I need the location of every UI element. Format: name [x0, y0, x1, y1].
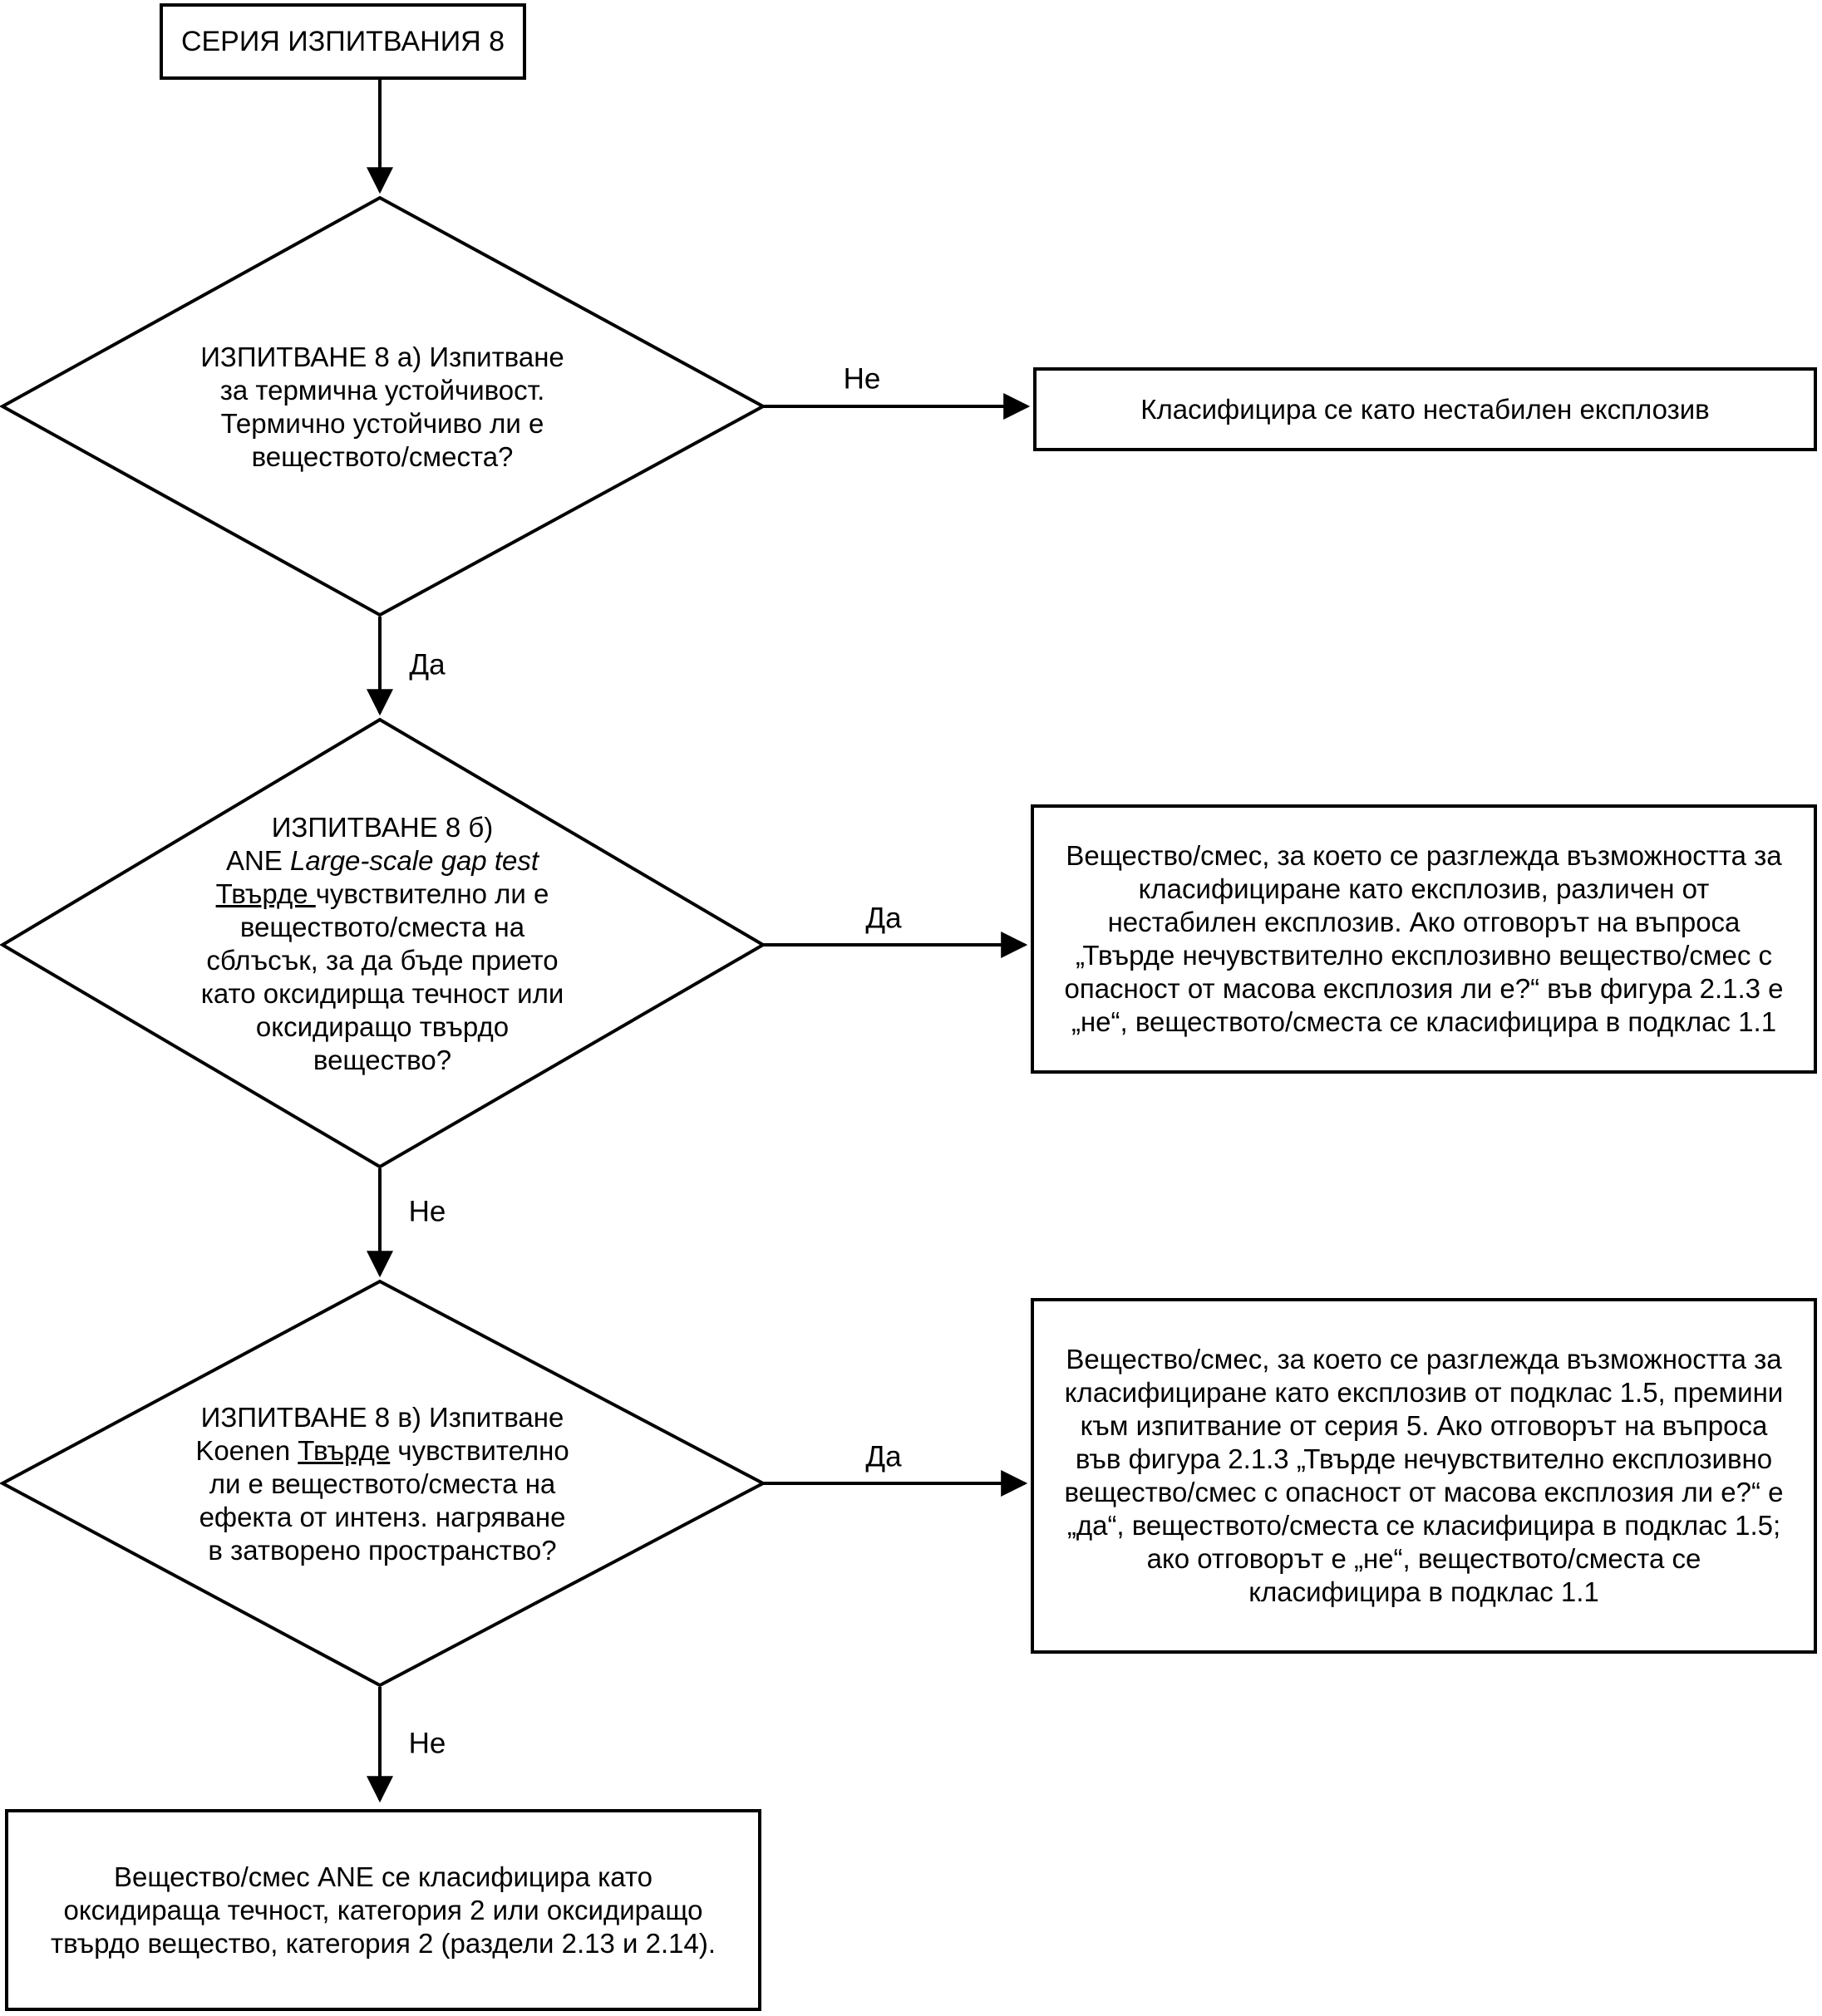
test-8c-question-underlined: Твърде	[298, 1435, 391, 1466]
division-1-5-text: Вещество/смес, за което се разглежда въз…	[1064, 1344, 1784, 1607]
unstable-explosive-box: Класифицира се като нестабилен експлозив	[1033, 367, 1817, 451]
division-1-1-text: Вещество/смес, за което се разглежда въз…	[1064, 840, 1784, 1037]
edge-label-8a-yes: Да	[409, 648, 446, 681]
test-8c-question-part2: чувствително ли е веществото/сместа на е…	[199, 1435, 569, 1566]
division-1-5-box: Вещество/смес, за което се разглежда въз…	[1031, 1298, 1817, 1654]
test-8c-question: ИЗПИТВАНЕ 8 в) Изпитване Koenen Твърде ч…	[192, 1401, 573, 1567]
test-8b-question: ИЗПИТВАНЕ 8 б) ANE Large-scale gap test …	[197, 811, 568, 1077]
test-8a-question: ИЗПИТВАНЕ 8 а) Изпитване за термична уст…	[184, 341, 581, 474]
final-classification-box: Вещество/смес ANE се класифицира като ок…	[5, 1809, 761, 2011]
test-8b-question-rest: чувствително ли е веществото/сместа на с…	[200, 878, 564, 1075]
edge-label-8c-no: Не	[408, 1727, 446, 1760]
test-8b-question-underlined: Твърде	[215, 878, 316, 909]
test-8a-diamond	[0, 195, 767, 617]
edge-label-8b-yes: Да	[865, 902, 902, 935]
test-8c-diamond	[0, 1279, 767, 1688]
start-box-label: СЕРИЯ ИЗПИТВАНИЯ 8	[180, 26, 505, 57]
test-8b-test-name-prefix: ANE	[225, 845, 290, 876]
edge-label-8a-no: Не	[843, 362, 881, 396]
unstable-explosive-text: Класифицира се като нестабилен експлозив	[1140, 393, 1710, 425]
division-1-1-box: Вещество/смес, за което се разглежда въз…	[1031, 804, 1817, 1074]
edge-label-8b-no: Не	[408, 1195, 446, 1228]
test-8b-test-name: Large-scale gap test	[290, 845, 539, 876]
final-classification-text: Вещество/смес ANE се класифицира като ок…	[50, 1861, 716, 1959]
test-8c-question-part1: ИЗПИТВАНЕ 8 в) Изпитване Koenen	[195, 1402, 564, 1466]
start-box: СЕРИЯ ИЗПИТВАНИЯ 8	[160, 3, 526, 80]
test-8b-diamond	[0, 717, 766, 1169]
test-8b-title: ИЗПИТВАНЕ 8 б)	[271, 812, 494, 843]
edge-label-8c-yes: Да	[865, 1440, 902, 1473]
test-8a-question-text: ИЗПИТВАНЕ 8 а) Изпитване за термична уст…	[200, 342, 564, 472]
